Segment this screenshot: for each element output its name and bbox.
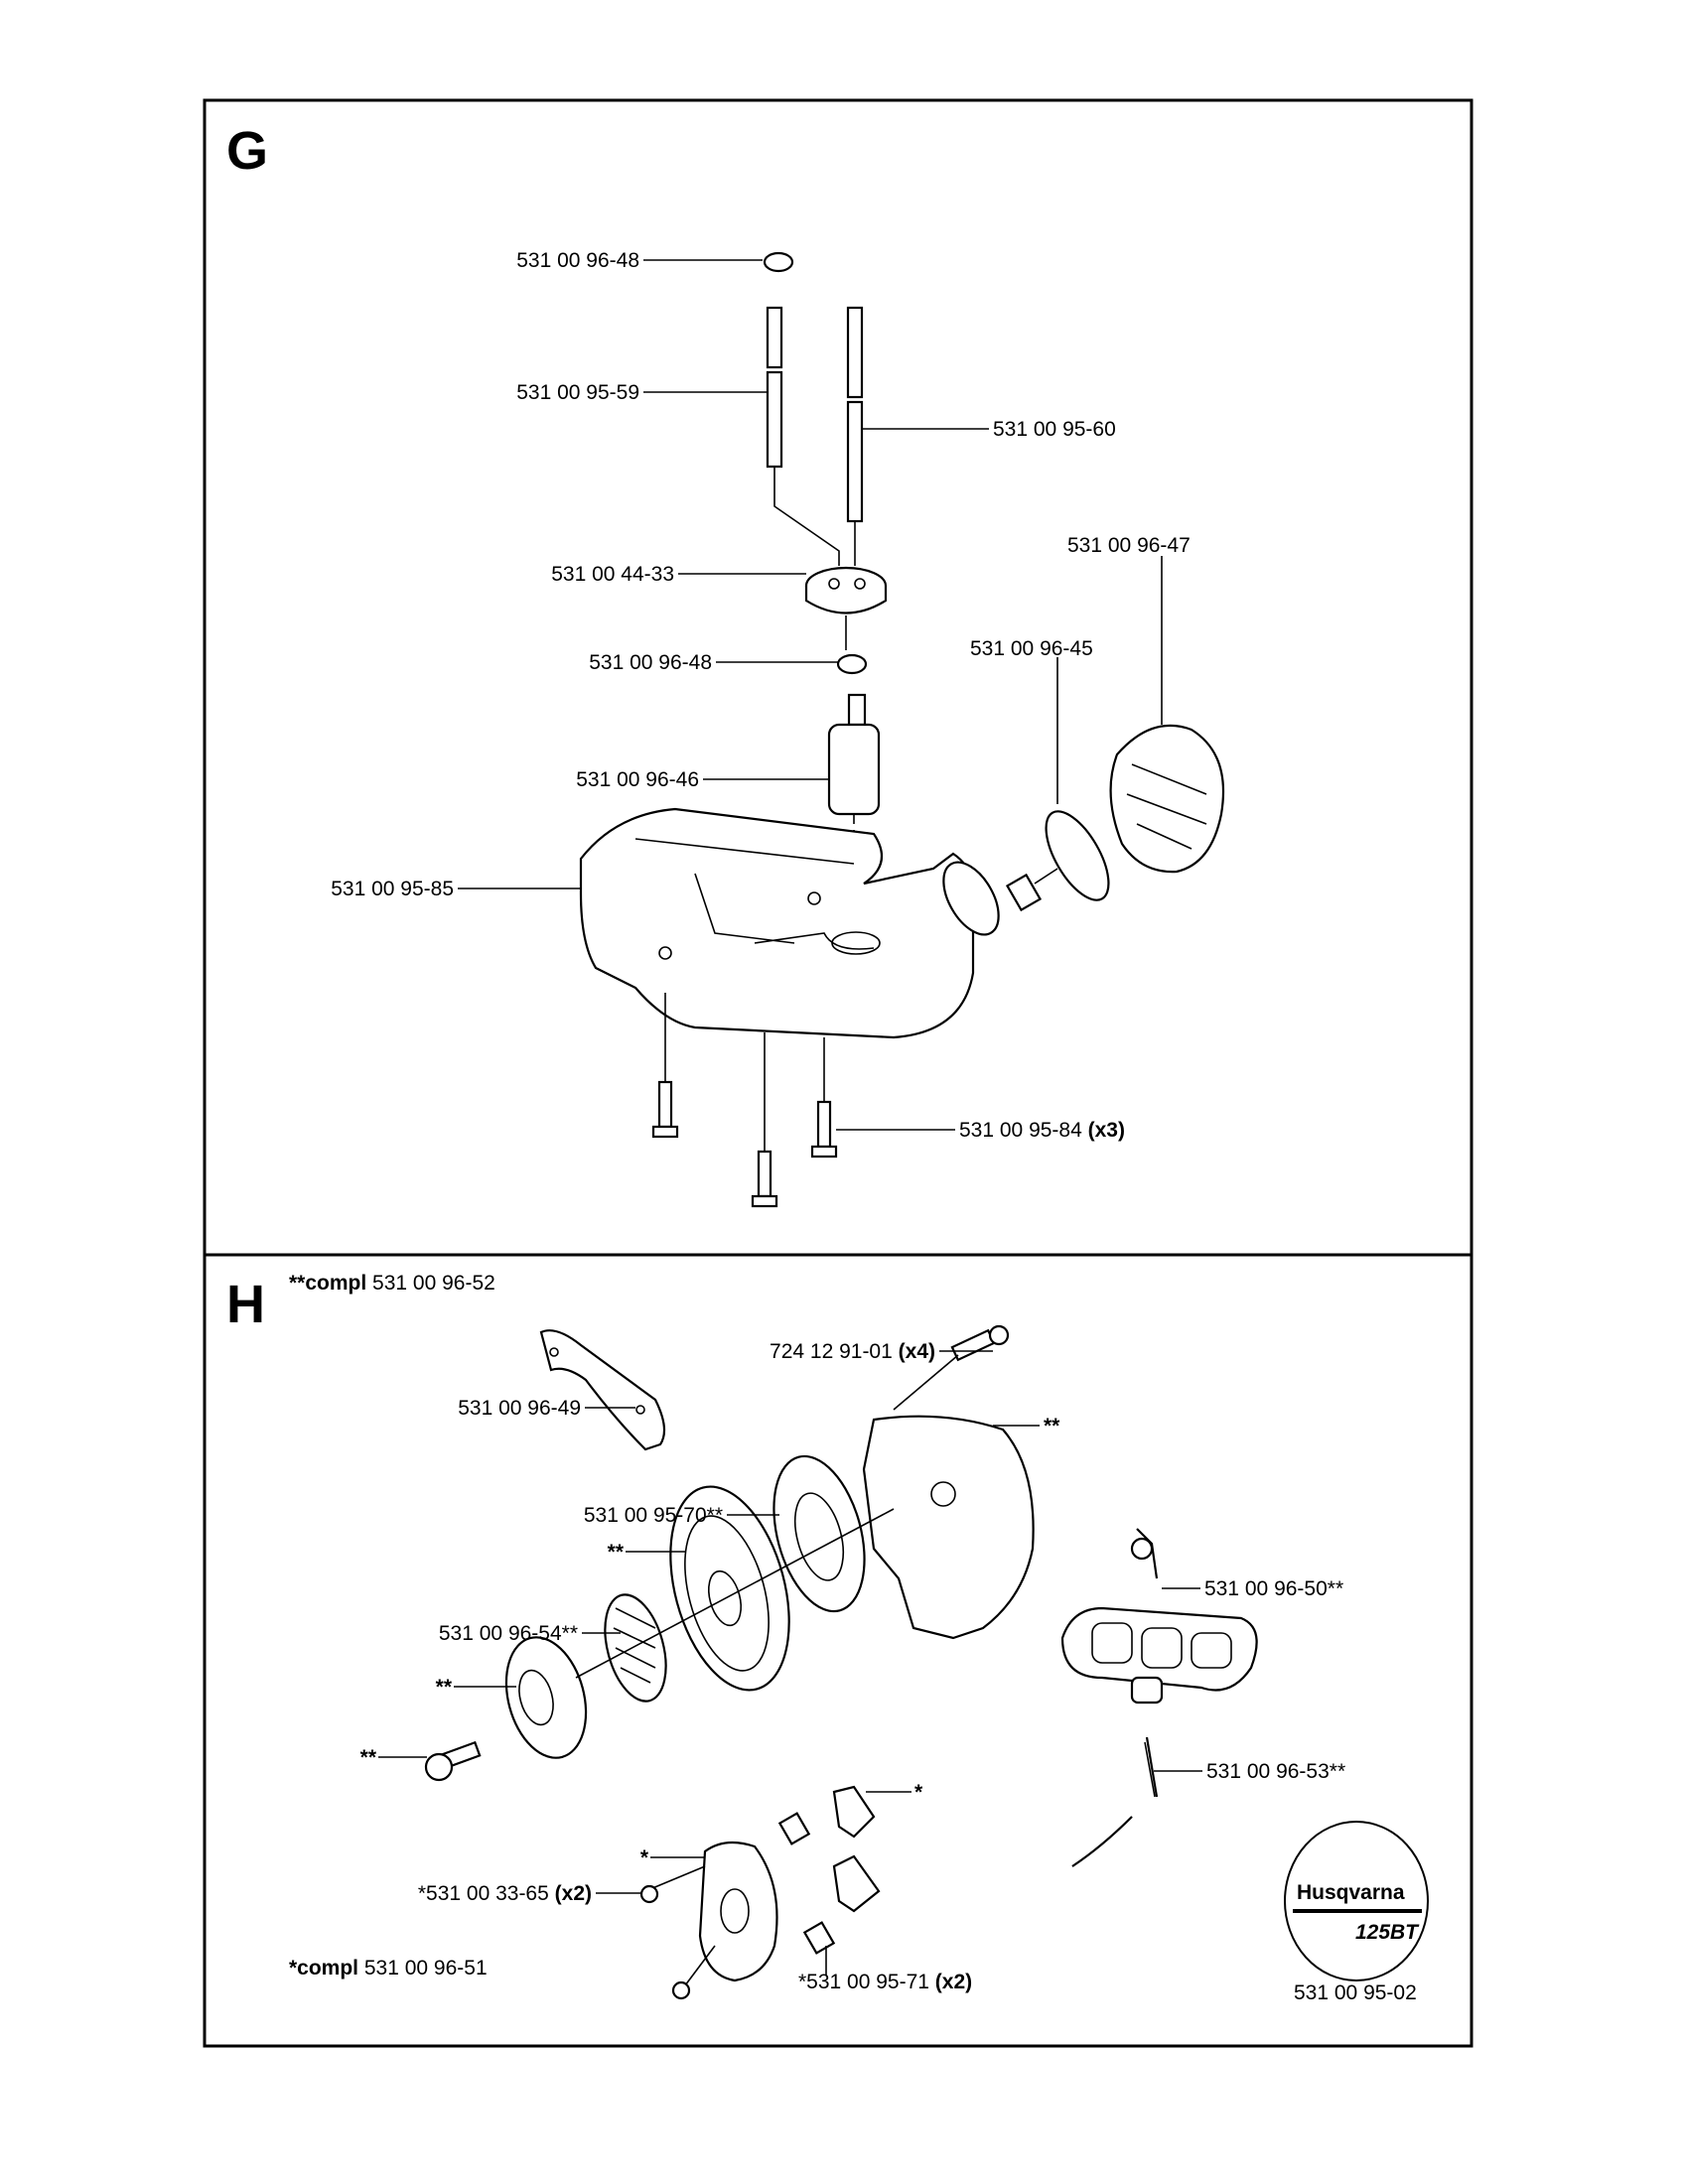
label-hose-left: 531 00 95-59 [516,381,639,404]
label-housing: ** [1044,1415,1060,1437]
hose-left-upper [766,306,783,369]
label-center-screw: ** [360,1746,377,1769]
circlip-part [639,1884,659,1904]
label-rope: 531 00 96-53** [1206,1760,1345,1783]
husqvarna-logo: Husqvarna 125BT [1284,1821,1429,1981]
compl-bottom-note: *compl 531 00 96-51 [289,1957,488,1979]
section-h-letter: H [226,1275,265,1334]
spring-part [604,1593,667,1703]
label-seal-mid: 531 00 96-48 [589,651,712,674]
starter-housing-part [862,1415,1035,1640]
tank-cap-part [1109,724,1225,874]
label-fuel-filter: 531 00 96-46 [576,768,699,791]
hose-right-lower [846,400,864,523]
page-frame [203,98,1474,2048]
label-pawl: * [914,1781,923,1804]
label-fuel-tank: 531 00 95-85 [331,878,454,900]
label-pawl-carrier: * [640,1846,649,1869]
fuel-filter-part [827,723,881,816]
label-seal-top: 531 00 96-48 [516,249,639,272]
label-handle: 531 00 96-50** [1204,1577,1343,1600]
label-recoil-spring: 531 00 95-70** [584,1504,723,1527]
grommet-part [804,586,888,614]
label-spring: 531 00 96-54** [439,1622,578,1645]
label-bracket: 531 00 96-49 [458,1397,581,1420]
label-screw: 531 00 95-84 (x3) [959,1119,1125,1142]
fuel-system-drawing [579,251,1225,1208]
label-hose-right: 531 00 95-60 [993,418,1116,441]
screw-parts [651,993,838,1208]
label-pulley: ** [608,1541,625,1564]
label-cap-gasket: 531 00 96-45 [970,637,1093,660]
label-circlip: *531 00 33-65 (x2) [418,1882,592,1905]
compl-top-note: **compl 531 00 96-52 [289,1272,495,1295]
pawl-lower-part [832,1854,881,1913]
seal-mid-part [836,653,868,675]
label-grommet: 531 00 44-33 [551,563,674,586]
fuel-tank-part [579,807,977,1039]
hub-part [504,1636,588,1759]
page-code: 531 00 95-02 [1294,1981,1417,2004]
tank-neck [942,861,1000,936]
hose-right-upper [846,306,864,399]
recoil-spring-part [772,1454,866,1613]
pulley-part [669,1485,790,1692]
handle-part [1060,1606,1258,1692]
starter-drawing [424,1324,1258,2000]
label-tank-cap: 531 00 96-47 [1067,534,1191,557]
label-hub: ** [436,1676,453,1699]
logo-brand: Husqvarna [1297,1881,1405,1904]
hose-left-lower [766,370,783,469]
logo-model: 125BT [1355,1921,1420,1944]
label-bolt: 724 12 91-01 (x4) [770,1340,935,1363]
cap-gasket-part [1045,810,1110,901]
seal-top-part [763,251,794,273]
label-pawl-spring: *531 00 95-71 (x2) [798,1971,972,1993]
pawl-carrier-part [698,1841,778,1982]
bracket-part [539,1329,666,1451]
section-g-letter: G [226,121,268,181]
pawl-upper-part [832,1785,876,1839]
